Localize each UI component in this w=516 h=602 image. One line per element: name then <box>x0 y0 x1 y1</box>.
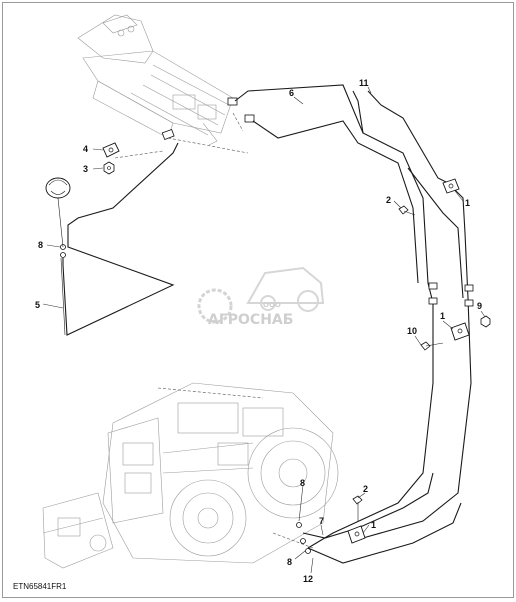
watermark-logo: ООО АГРОСНАБ <box>197 266 325 328</box>
transmission-assembly <box>42 382 339 569</box>
chassis-frame <box>77 14 249 154</box>
bolt-2-upper <box>398 205 416 216</box>
line-11 <box>352 90 472 539</box>
callout-3: 3 <box>83 164 88 174</box>
callout-1-lower: 1 <box>371 520 376 530</box>
callout-8-lower: 8 <box>287 557 292 567</box>
line-12 <box>307 502 462 564</box>
nut-3 <box>103 161 115 175</box>
line-7 <box>302 472 434 539</box>
bolt-10 <box>420 341 444 351</box>
callout-10: 10 <box>407 326 417 336</box>
watermark-company-name: АГРОСНАБ <box>208 312 293 328</box>
callout-7: 7 <box>319 516 324 526</box>
clamp-1-mid <box>450 322 470 341</box>
callout-5: 5 <box>35 300 40 310</box>
nut-9 <box>480 315 491 328</box>
callout-6: 6 <box>289 88 294 98</box>
clip-4 <box>102 142 120 158</box>
callout-labels: 6 11 4 3 8 5 1 2 1 9 10 1 2 8 7 8 12 <box>35 78 482 584</box>
callout-1-upper: 1 <box>465 198 470 208</box>
callout-8-left: 8 <box>38 240 43 250</box>
callout-11: 11 <box>359 78 369 88</box>
couplings-right <box>428 282 474 307</box>
callout-12: 12 <box>303 574 313 584</box>
callout-1-mid: 1 <box>440 311 445 321</box>
callout-2-lower: 2 <box>363 484 368 494</box>
fitting-upper-left <box>161 128 175 140</box>
line-5 <box>60 142 179 336</box>
line-6 <box>234 84 434 549</box>
fitting-upper-mid <box>227 97 255 123</box>
callout-2-upper: 2 <box>386 195 391 205</box>
callout-4: 4 <box>83 144 88 154</box>
orings-8-lower <box>296 522 311 554</box>
callout-8-mid: 8 <box>300 478 305 488</box>
clamp-1-upper <box>442 178 460 194</box>
callout-9: 9 <box>477 301 482 311</box>
figure-reference: ETN65841FR1 <box>13 582 67 591</box>
watermark-company-prefix: ООО <box>263 301 281 309</box>
hydraulic-line-diagram: ООО АГРОСНАБ <box>13 14 491 591</box>
leader-lines <box>42 86 486 574</box>
shift-knob <box>45 177 71 248</box>
bolt-2-lower <box>352 495 363 521</box>
clamp-1-lower <box>347 525 366 544</box>
